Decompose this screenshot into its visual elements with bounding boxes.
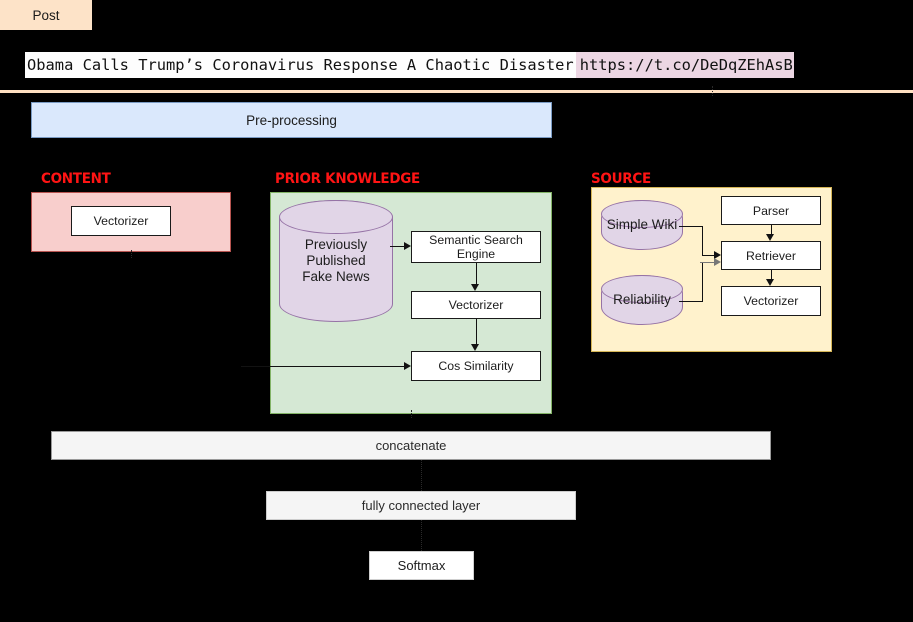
fcl-to-softmax-connector xyxy=(421,520,422,551)
concatenate-to-fcl-connector xyxy=(421,460,422,491)
node-content-vectorizer: Vectorizer xyxy=(71,206,171,236)
node-label: Vectorizer xyxy=(93,214,149,228)
post-to-preprocessing-connector xyxy=(712,86,713,96)
content-group-connector xyxy=(131,250,132,258)
database-reliability: Reliability xyxy=(601,275,683,325)
arrowhead-vectorizer-to-cossim xyxy=(471,344,479,351)
node-label: fully connected layer xyxy=(361,498,481,513)
database-previously-published-fake-news: Previously Published Fake News xyxy=(279,200,393,322)
node-semantic-search-engine: Semantic Search Engine xyxy=(411,231,541,263)
arrowhead-parser-to-retriever xyxy=(766,234,774,241)
node-label: Semantic Search Engine xyxy=(429,233,523,261)
node-label: Vectorizer xyxy=(448,298,504,312)
node-label: concatenate xyxy=(375,438,447,453)
connector-input-to-cossim xyxy=(241,366,405,367)
preprocessing-node: Pre-processing xyxy=(31,102,552,138)
group-title-content: CONTENT xyxy=(41,171,111,187)
arrowhead-db-to-sse xyxy=(404,242,411,250)
node-label: Parser xyxy=(752,203,790,218)
node-label: Vectorizer xyxy=(743,294,799,308)
connector-vectorizer-to-cossim xyxy=(476,319,477,344)
arrowhead-retriever-to-vectorizer xyxy=(766,279,774,286)
arrowhead-input-to-cossim xyxy=(404,362,411,370)
connector-reliability-v xyxy=(702,262,703,302)
connector-simplewiki-h xyxy=(679,226,703,227)
connector-db-to-sse xyxy=(390,246,405,247)
post-tab[interactable]: Post xyxy=(0,0,92,30)
node-label: Softmax xyxy=(397,558,446,573)
post-text: Obama Calls Trump’s Coronavirus Response… xyxy=(25,52,794,78)
connector-reliability-h xyxy=(679,301,703,302)
database-label: Simple Wiki xyxy=(606,217,678,232)
connector-parser-to-retriever xyxy=(771,225,772,234)
node-prior-vectorizer: Vectorizer xyxy=(411,291,541,319)
connector-sse-to-vectorizer xyxy=(476,263,477,284)
connector-simplewiki-v xyxy=(702,226,703,255)
database-simple-wiki: Simple Wiki xyxy=(601,200,683,250)
connector-retriever-to-vectorizer xyxy=(771,270,772,279)
database-label: Previously Published Fake News xyxy=(302,237,370,284)
post-tab-label: Post xyxy=(32,7,60,23)
arrowhead-simplewiki-to-retriever xyxy=(714,251,721,259)
node-cos-similarity: Cos Similarity xyxy=(411,351,541,381)
post-url-text: https://t.co/DeDqZEhAsB xyxy=(575,52,794,78)
node-parser: Parser xyxy=(721,196,821,225)
arrowhead-preprocessing-to-retriever xyxy=(714,258,721,266)
connector-preprocessing-to-retriever xyxy=(700,262,716,263)
node-source-vectorizer: Vectorizer xyxy=(721,286,821,316)
node-label: Cos Similarity xyxy=(438,359,514,373)
node-retriever: Retriever xyxy=(721,241,821,270)
arrowhead-sse-to-vectorizer xyxy=(471,284,479,291)
node-fully-connected-layer: fully connected layer xyxy=(266,491,576,520)
group-title-prior-knowledge: PRIOR KNOWLEDGE xyxy=(275,171,421,187)
database-label: Reliability xyxy=(613,292,671,307)
node-softmax: Softmax xyxy=(369,551,474,580)
prior-group-connector xyxy=(411,410,412,418)
post-panel: Post Obama Calls Trump’s Coronavirus Res… xyxy=(0,0,913,93)
group-title-source: SOURCE xyxy=(591,171,651,187)
node-label: Retriever xyxy=(746,248,796,263)
node-concatenate: concatenate xyxy=(51,431,771,460)
connector-simplewiki-to-retriever xyxy=(702,255,716,256)
post-headline-text: Obama Calls Trump’s Coronavirus Response… xyxy=(25,52,576,78)
preprocessing-label: Pre-processing xyxy=(246,112,337,128)
